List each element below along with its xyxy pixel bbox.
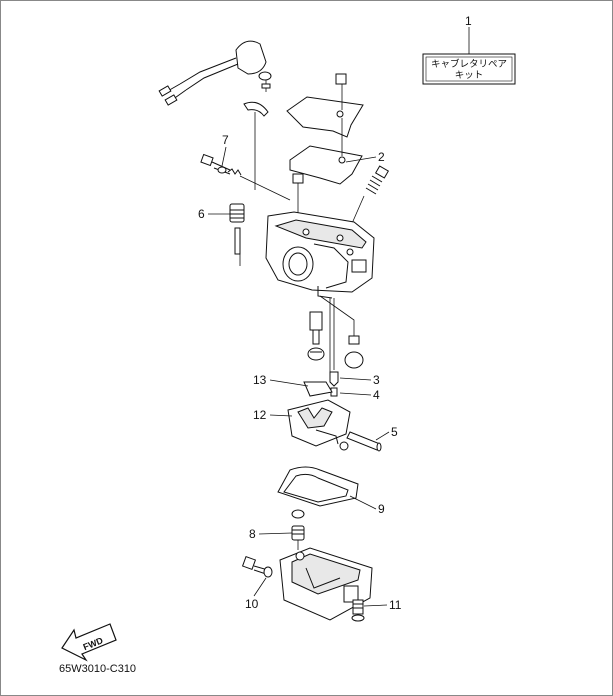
callout-12: 12	[253, 408, 267, 422]
carburetor-body	[265, 211, 375, 299]
callout-8: 8	[249, 527, 256, 541]
body-top-screw	[292, 173, 304, 214]
idle-screw-spring	[349, 165, 390, 229]
pilot-screw	[200, 153, 291, 201]
float-chamber-gasket	[277, 466, 359, 507]
callout-2: 2	[378, 150, 385, 164]
callout-13: 13	[253, 373, 267, 387]
callout-5: 5	[391, 425, 398, 439]
drain-screw	[241, 555, 273, 578]
kit-box-line2: キット	[455, 70, 484, 81]
float-chamber	[279, 547, 373, 621]
repair-kit-box: キャブレタリペア キット	[422, 27, 516, 85]
float-pin	[346, 431, 382, 452]
callout-4: 4	[373, 388, 380, 402]
callout-1: 1	[465, 14, 472, 28]
main-jet-holder	[229, 203, 245, 266]
float	[287, 399, 351, 451]
float-arm-plate	[303, 381, 333, 397]
main-nozzle	[307, 311, 325, 361]
callouts: 1 2 3 4 5 6 7 8 9 10 11 12 13	[198, 14, 472, 612]
callout-9: 9	[378, 502, 385, 516]
callout-7: 7	[222, 133, 229, 147]
fwd-arrow-icon: FWD	[61, 623, 117, 662]
callout-11: 11	[389, 598, 402, 612]
cover-plate-upper	[286, 73, 364, 138]
throttle-clip	[243, 101, 269, 117]
choke-cable	[158, 40, 272, 106]
pilot-jet	[344, 335, 364, 369]
callout-6: 6	[198, 207, 205, 221]
drain-screw-spring	[291, 509, 305, 550]
figure-code: 65W3010-C310	[59, 663, 136, 675]
kit-box-line1: キャブレタリペア	[431, 58, 507, 70]
callout-10: 10	[245, 597, 259, 611]
gasket-plate	[289, 118, 363, 185]
callout-3: 3	[373, 373, 380, 387]
chamber-screw	[351, 599, 365, 622]
